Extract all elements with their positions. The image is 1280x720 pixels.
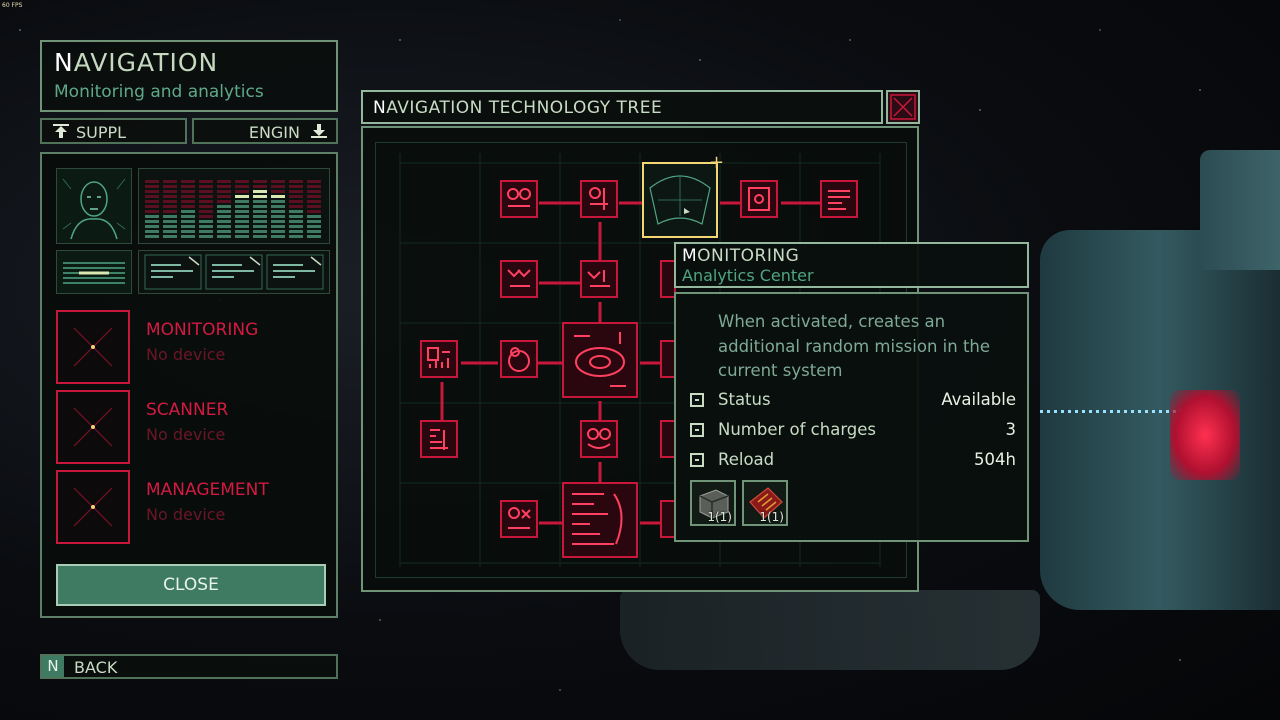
tab-engin[interactable]: ENGIN [192,118,338,144]
metal-crate-icon [699,489,729,519]
close-icon [890,94,916,120]
resource-circuit-board: 1(1) [742,480,788,526]
circuit-board-icon [749,487,783,519]
tech-node[interactable] [740,180,778,218]
tech-node[interactable] [500,340,538,378]
stat-charges: Number of charges 3 [690,420,1016,444]
download-arrow-icon [310,123,328,139]
slot-monitoring-status: No device [146,345,226,364]
tech-node[interactable] [420,340,458,378]
navigation-title: NAVIGATION [54,48,219,77]
tooltip-description: When activated, creates an additional ra… [718,312,991,380]
navigation-panel: MONITORING No device SCANNER No device M… [40,152,338,618]
tooltip-subtitle: Analytics Center [682,266,814,285]
tech-node[interactable] [500,260,538,298]
chip-icon [690,453,704,467]
stat-status-label: Status [718,390,771,409]
tab-suppl-label: SUPPL [76,123,127,142]
slot-management[interactable]: MANAGEMENT No device [56,470,328,546]
stat-status: Status Available [690,390,1016,414]
tech-node[interactable] [580,180,618,218]
tab-suppl[interactable]: SUPPL [40,118,187,144]
chip-icon [690,423,704,437]
resource-count: 1(1) [759,510,784,524]
tech-node-monitoring-selected[interactable] [642,162,718,238]
tooltip-header: MONITORING Analytics Center [674,242,1029,288]
empty-slot-icon [56,470,130,544]
tech-node-core[interactable] [562,322,638,398]
slot-scanner[interactable]: SCANNER No device [56,390,328,466]
tech-node[interactable] [420,420,458,458]
chip-icon [690,393,704,407]
resource-metal-crate: 1(1) [690,480,736,526]
stat-reload-label: Reload [718,450,775,469]
stat-status-value: Available [941,390,1016,409]
stat-reload: Reload 504h [690,450,1016,474]
back-label: BACK [74,658,118,677]
stat-charges-value: 3 [1005,420,1017,439]
back-hotkey: N [42,656,64,677]
waveform-display [56,250,132,294]
stat-reload-value: 504h [974,450,1016,469]
tech-node[interactable] [500,500,538,538]
tech-tree-close-button[interactable] [886,90,920,124]
slot-monitoring[interactable]: MONITORING No device [56,310,328,386]
tech-tree-title-bar: NAVIGATION TECHNOLOGY TREE [361,90,883,124]
tech-node-cluster[interactable] [562,482,638,558]
navigation-header: NAVIGATION Monitoring and analytics [40,40,338,112]
empty-slot-icon [56,310,130,384]
fps-counter: 60 FPS [2,2,23,9]
resource-count: 1(1) [707,510,732,524]
signal-bars-display [138,168,330,244]
crew-portrait [56,168,132,244]
slot-scanner-name: SCANNER [146,400,229,420]
tooltip-body: When activated, creates an additional ra… [674,292,1029,542]
slot-monitoring-name: MONITORING [146,320,259,340]
tech-node[interactable] [500,180,538,218]
slot-management-name: MANAGEMENT [146,480,269,500]
tech-node[interactable] [580,260,618,298]
unlock-plus-icon: + [709,152,725,173]
tech-node[interactable] [580,420,618,458]
ship-hull-lower [620,590,1040,670]
slot-management-status: No device [146,505,226,524]
radar-icon [649,175,711,225]
empty-slot-icon [56,390,130,464]
close-button[interactable]: CLOSE [56,564,326,606]
stat-charges-label: Number of charges [718,420,877,439]
tech-node[interactable] [820,180,858,218]
upload-arrow-icon [52,123,70,139]
slot-scanner-status: No device [146,425,226,444]
back-button[interactable]: N BACK [40,654,338,679]
spaceship-illustration [1020,150,1280,670]
tooltip-title: MONITORING [682,246,800,266]
data-readout-display [138,250,330,294]
tab-engin-label: ENGIN [248,123,300,142]
tech-tree-title: NAVIGATION TECHNOLOGY TREE [373,98,663,118]
navigation-subtitle: Monitoring and analytics [54,82,264,102]
